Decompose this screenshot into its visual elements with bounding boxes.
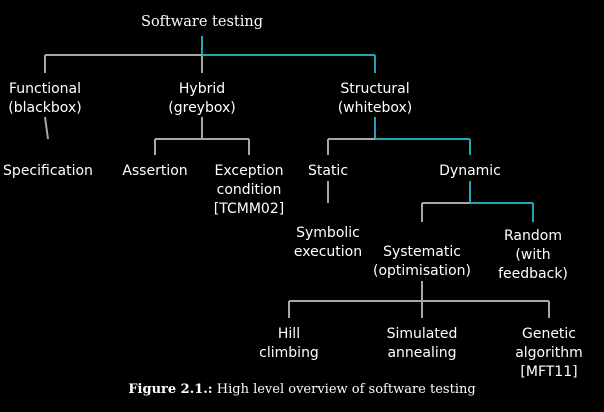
node-exception: Exception condition [TCMM02] (149, 162, 349, 219)
node-assertion-line: Assertion (122, 163, 188, 179)
node-random-line: (with (515, 247, 551, 263)
node-hill-line: Hill (277, 326, 301, 342)
caption-label: Figure 2.1.: (128, 382, 213, 397)
node-hill: Hill climbing (189, 325, 389, 363)
caption-text: High level overview of software testing (216, 382, 476, 397)
node-genetic-line: [MFT11] (520, 364, 578, 380)
node-exception-line: condition (216, 182, 282, 198)
node-genetic-line: algorithm (515, 345, 583, 361)
node-structural-line: Structural (340, 81, 410, 97)
node-root: Software testing (102, 13, 302, 32)
node-structural-line: (whitebox) (337, 100, 413, 116)
node-genetic: Genetic algorithm [MFT11] (449, 325, 604, 382)
node-symbolic: Symbolic execution (228, 224, 428, 262)
node-hybrid: Hybrid (greybox) (102, 80, 302, 118)
node-specification: Specification (0, 162, 148, 181)
node-hybrid-line: (greybox) (168, 100, 236, 116)
node-hill-line: climbing (259, 345, 319, 361)
node-systematic-line: Systematic (383, 244, 461, 260)
node-random-line: Random (504, 228, 562, 244)
node-genetic-line: Genetic (521, 326, 577, 342)
node-exception-line: Exception (214, 163, 284, 179)
node-dynamic: Dynamic (370, 162, 570, 181)
node-specification-line: Specification (3, 163, 93, 179)
node-systematic-line: (optimisation) (373, 263, 471, 279)
node-static-line: Static (307, 163, 349, 179)
node-functional-line: (blackbox) (8, 100, 82, 116)
node-exception-line: [TCMM02] (213, 201, 285, 217)
node-functional-line: Functional (8, 81, 82, 97)
node-random-line: feedback) (498, 266, 568, 282)
node-simulated-line: Simulated (386, 326, 458, 342)
node-assertion: Assertion (55, 162, 255, 181)
node-hybrid-line: Hybrid (178, 81, 226, 97)
node-root-line: Software testing (141, 14, 263, 30)
node-random: Random (with feedback) (433, 227, 604, 284)
node-symbolic-line: execution (293, 244, 363, 260)
node-static: Static (228, 162, 428, 181)
node-simulated: Simulated annealing (322, 325, 522, 363)
node-systematic: Systematic (optimisation) (322, 243, 522, 281)
figure-caption: Figure 2.1.: High level overview of soft… (0, 382, 604, 397)
node-structural: Structural (whitebox) (275, 80, 475, 118)
edge-functional-specification (44, 116, 49, 140)
node-simulated-line: annealing (387, 345, 457, 361)
node-symbolic-line: Symbolic (296, 225, 360, 241)
node-dynamic-line: Dynamic (439, 163, 501, 179)
node-functional: Functional (blackbox) (0, 80, 145, 118)
